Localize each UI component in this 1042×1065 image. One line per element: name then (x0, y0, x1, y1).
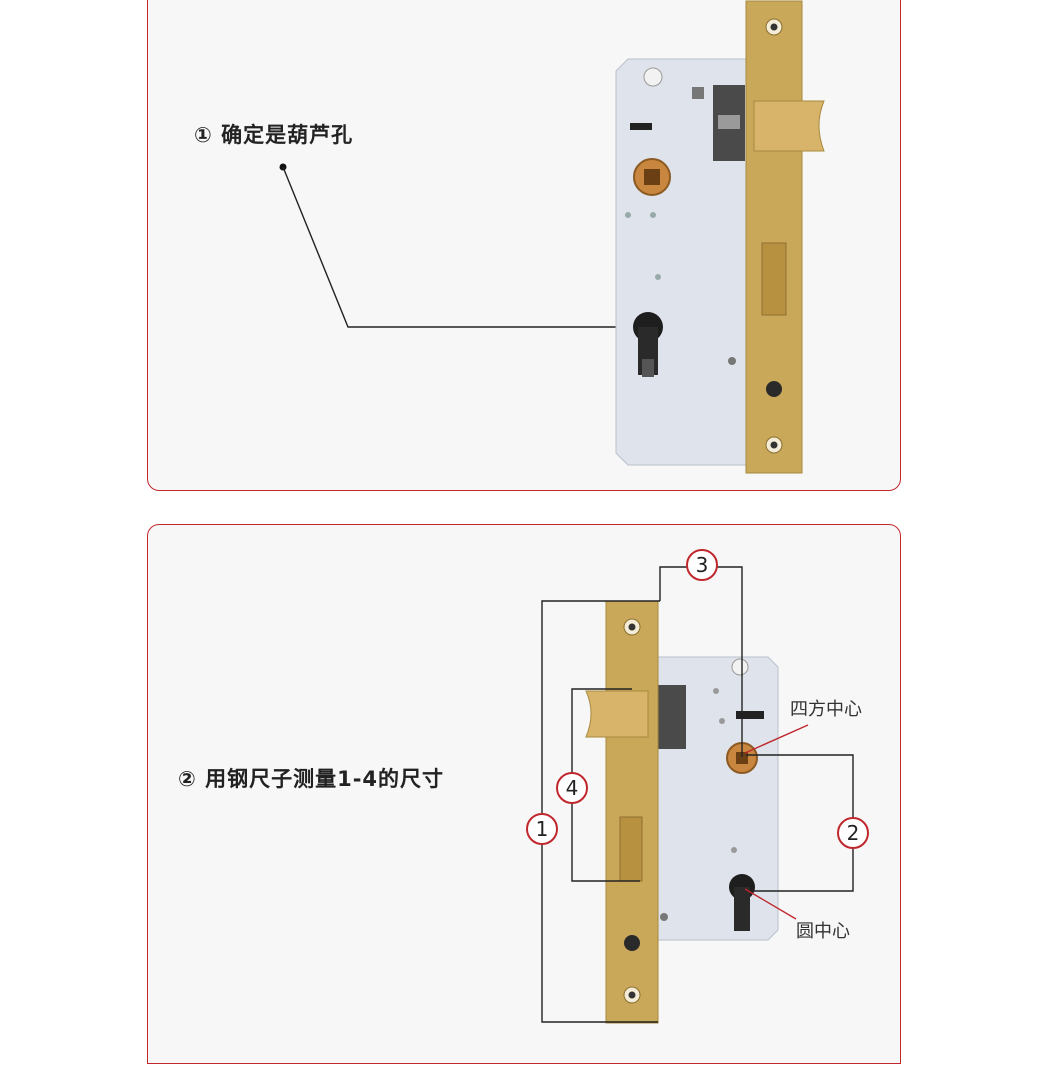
step2-caption: ② 用钢尺子测量1-4的尺寸 (178, 767, 445, 791)
mortise-lock-front-image (279, 0, 825, 474)
marker-2: 2 (837, 817, 869, 849)
leader-line (282, 166, 618, 328)
round-center-pointer (744, 888, 797, 920)
marker-4-label: 4 (566, 776, 579, 800)
step1-panel: ① 确定是葫芦孔 (147, 0, 901, 491)
latch-spring-window (658, 685, 686, 749)
marker-4: 4 (556, 772, 588, 804)
square-center-label: 四方中心 (790, 699, 862, 720)
brass-faceplate (605, 600, 659, 1024)
marker-1-label: 1 (536, 817, 549, 841)
latch-bolt (753, 100, 825, 152)
marker-1: 1 (526, 813, 558, 845)
square-center-pointer (744, 724, 809, 754)
marker-2-label: 2 (847, 821, 860, 845)
marker-3-label: 3 (696, 553, 709, 577)
step2-panel: ② 用钢尺子测量1-4的尺寸 (147, 524, 901, 1064)
step1-caption: ① 确定是葫芦孔 (194, 123, 354, 147)
brass-faceplate (745, 0, 803, 474)
mortise-lock-measurement-image: 3 4 1 2 (526, 549, 869, 1024)
marker-3: 3 (686, 549, 718, 581)
latch-bolt (585, 690, 649, 738)
dimension-line-1 (541, 600, 660, 1023)
round-center-label: 圆中心 (796, 921, 850, 942)
